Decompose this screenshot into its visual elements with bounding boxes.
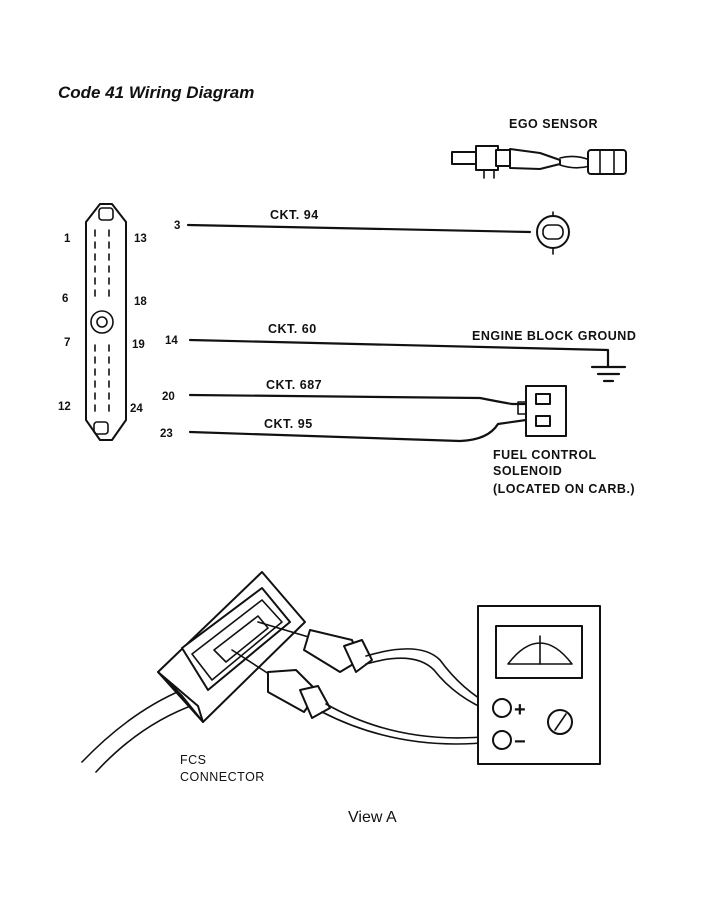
pin-19-label: 19 <box>132 339 145 351</box>
pin-13-label: 13 <box>134 233 147 245</box>
fcs-connector-icon <box>81 571 306 773</box>
fuel-control-solenoid-icon <box>517 385 567 437</box>
pin-6-label: 6 <box>62 293 68 305</box>
pin-24-label: 24 <box>130 403 143 415</box>
test-probe-upper-icon <box>257 621 373 673</box>
ckt-95-wire <box>188 418 528 443</box>
meter-lead-positive <box>365 648 493 713</box>
pin-12-label: 12 <box>58 401 71 413</box>
wire-pin-23-label: 23 <box>160 428 173 440</box>
ckt-95-label: CKT. 95 <box>264 417 313 431</box>
meter-minus-label: − <box>514 731 526 753</box>
view-caption: View A <box>348 809 397 826</box>
ecu-connector-icon <box>85 203 127 441</box>
pin-18-label: 18 <box>134 296 147 308</box>
engine-block-ground-label: ENGINE BLOCK GROUND <box>472 329 636 343</box>
ckt-687-wire <box>188 393 528 406</box>
meter-lead-negative <box>321 703 493 745</box>
test-probe-lower-icon <box>231 649 331 719</box>
fcs-connector-label-line1: FCS <box>180 753 207 767</box>
ckt-94-wire <box>186 223 532 234</box>
pin-7-label: 7 <box>64 337 70 349</box>
diagram-title: Code 41 Wiring Diagram <box>58 83 254 102</box>
ground-icon <box>590 365 627 383</box>
meter-plus-label: + <box>514 699 526 721</box>
solenoid-label-line2: SOLENOID <box>493 464 562 478</box>
solenoid-label-line1: FUEL CONTROL <box>493 448 597 462</box>
fcs-connector-label-line2: CONNECTOR <box>180 770 265 784</box>
wire-pin-20-label: 20 <box>162 391 175 403</box>
ego-sensor-icon <box>451 145 627 179</box>
ego-terminal-icon <box>536 211 570 255</box>
ego-sensor-label: EGO SENSOR <box>509 117 598 131</box>
ckt-60-wire <box>188 338 610 368</box>
wire-pin-3-label: 3 <box>174 220 180 232</box>
pin-1-label: 1 <box>64 233 71 245</box>
wire-pin-14-label: 14 <box>165 335 178 347</box>
solenoid-label-line3: (LOCATED ON CARB.) <box>493 482 635 496</box>
ckt-94-label: CKT. 94 <box>270 208 319 222</box>
ckt-687-label: CKT. 687 <box>266 378 322 392</box>
ckt-60-label: CKT. 60 <box>268 322 317 336</box>
voltmeter-icon <box>477 605 601 765</box>
